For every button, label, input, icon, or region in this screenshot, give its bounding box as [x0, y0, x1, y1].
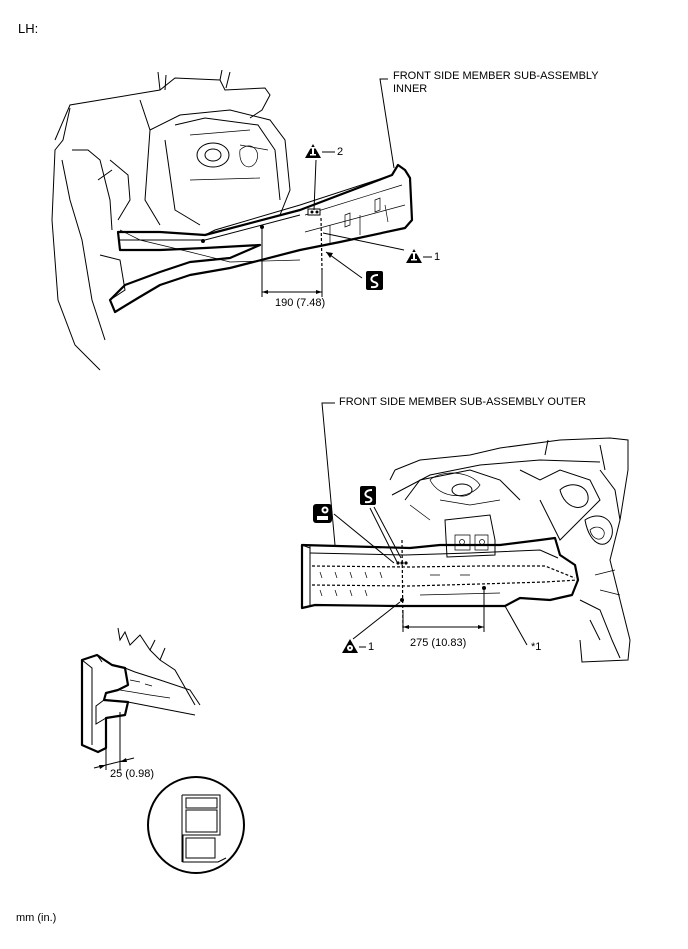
detail-dimension-label: 25 (0.98) [110, 768, 155, 780]
inner-member-label: FRONT SIDE MEMBER SUB-ASSEMBLY INNER [393, 70, 599, 95]
cross-section-detail [147, 776, 245, 874]
side-label: LH: [18, 21, 39, 36]
outer-label-leader [321, 402, 336, 546]
callout-1-leader [322, 232, 405, 251]
callout-2-number: 2 [337, 146, 344, 158]
welding-point-icon [313, 504, 332, 523]
saw-cut-icon [360, 486, 376, 505]
outer-callout-1-leader [352, 601, 401, 640]
outer-side-member [300, 536, 580, 631]
callout-2-leader [313, 159, 317, 211]
outer-dimension-line [402, 590, 485, 632]
inner-side-member [108, 163, 414, 314]
top-body-structure [51, 69, 301, 371]
detail-member-sketch [80, 627, 201, 754]
outer-member-label: FRONT SIDE MEMBER SUB-ASSEMBLY OUTER [339, 396, 586, 408]
outer-dimension-label: 275 (10.83) [410, 637, 467, 649]
note-ref-leader [504, 605, 528, 646]
spot-weld-triangle-icon [342, 639, 366, 653]
saw-cut-leaders [369, 506, 402, 563]
inner-dimension-line [261, 229, 323, 297]
note-ref-label: *1 [531, 641, 542, 653]
bottom-body-structure [389, 437, 631, 663]
welding-point-leader [333, 513, 395, 564]
inner-dimension-label: 190 (7.48) [275, 297, 326, 309]
callout-1-number: 1 [434, 251, 441, 263]
warning-triangle-icon [406, 249, 432, 263]
inner-label-leader [379, 78, 395, 169]
saw-cut-icon [366, 271, 383, 290]
outer-callout-1-number: 1 [368, 641, 375, 653]
warning-triangle-icon [305, 144, 335, 158]
saw-cut-leader [325, 251, 363, 279]
units-label: mm (in.) [16, 912, 57, 924]
detail-dimension-line [93, 712, 135, 770]
